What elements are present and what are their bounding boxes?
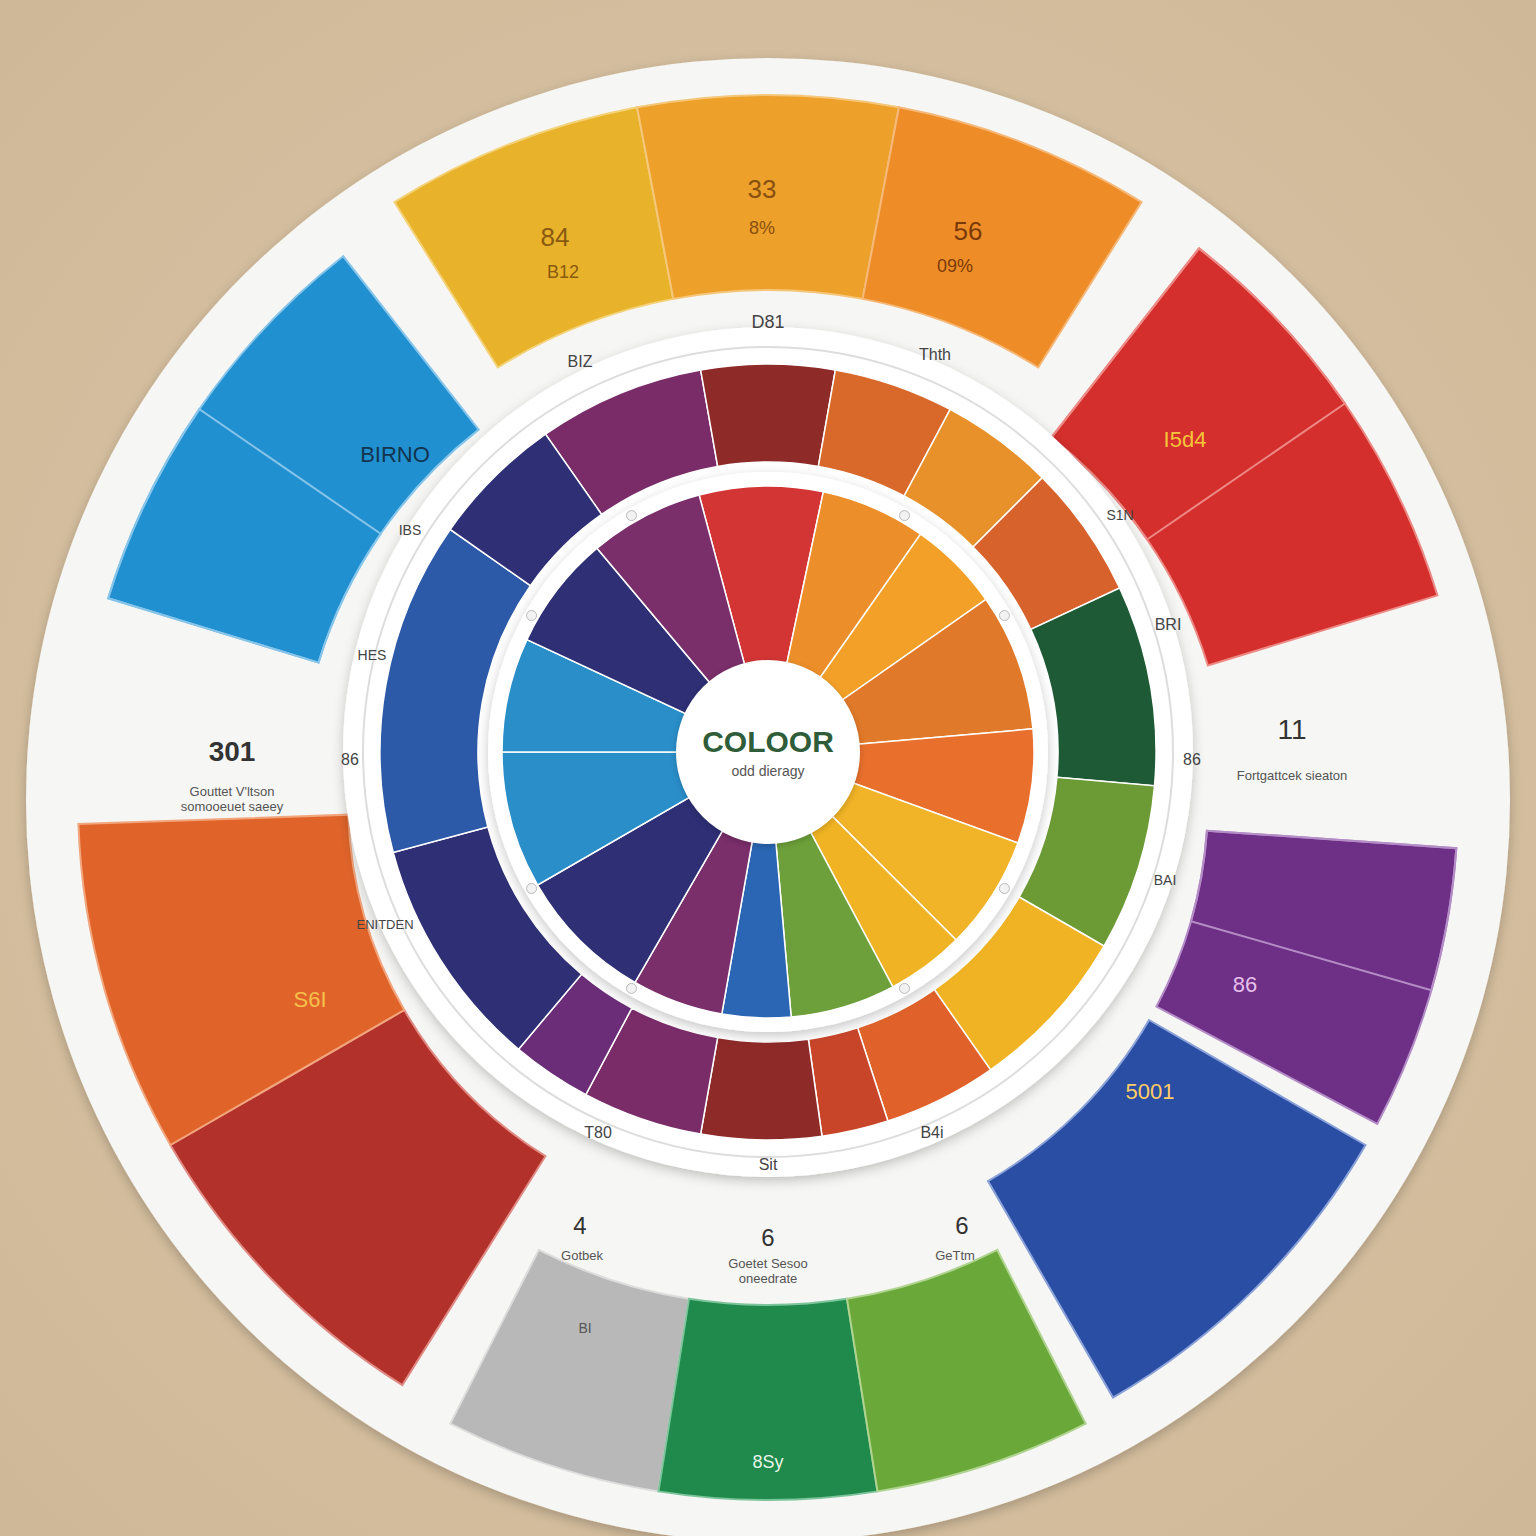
wheel-label: BIRNO	[360, 442, 430, 467]
outer-disc	[26, 58, 1510, 1536]
wheel-plate	[343, 327, 1193, 1177]
wheel-label: 09%	[937, 256, 973, 277]
ring-segment	[701, 1038, 822, 1140]
ring-peg	[627, 511, 637, 521]
wheel-label: 86	[1183, 751, 1201, 769]
wheel-label: Goetet Sesoo oneedrate	[698, 1257, 838, 1287]
ring-peg	[900, 511, 910, 521]
wheel-label: D81	[751, 312, 784, 333]
wheel-label: BRI	[1155, 616, 1182, 634]
color-block	[863, 107, 1142, 367]
wheel-label: HES	[358, 647, 387, 663]
ring-segment	[1031, 588, 1156, 786]
block-divider	[1191, 831, 1456, 990]
wheel-label: 5001	[1126, 1079, 1175, 1104]
wheel-label: Thth	[919, 346, 951, 364]
wheel-label: 301	[209, 736, 256, 768]
wheel-label: 11	[1277, 714, 1306, 746]
wheel-title: COLOOR	[702, 725, 834, 759]
wheel-label: Gotbek	[561, 1249, 603, 1264]
wheel-label: BI	[578, 1320, 591, 1336]
wheel-label: BAI	[1154, 872, 1177, 888]
color-block	[450, 1250, 689, 1491]
wheel-subtitle: odd dieragy	[731, 763, 804, 779]
wheel-label: 8Sy	[752, 1452, 783, 1473]
inner-ring	[488, 472, 1048, 1032]
wheel-label: Fortgattcek sieaton	[1217, 769, 1367, 784]
wheel-label: S6I	[293, 987, 326, 1012]
ring-peg	[527, 611, 537, 621]
wheel-label: 6	[955, 1212, 968, 1240]
ring-peg	[999, 884, 1009, 894]
wheel-label: B4i	[920, 1124, 943, 1142]
wheel-label: T80	[584, 1124, 612, 1142]
wheel-label: B12	[547, 262, 579, 283]
ring-peg	[627, 983, 637, 993]
ring-peg	[999, 611, 1009, 621]
wheel-label: 33	[748, 175, 777, 205]
ring-peg	[527, 884, 537, 894]
color-block	[847, 1250, 1086, 1491]
wheel-label: 86	[1233, 972, 1257, 997]
center-circle: COLOOR odd dieragy	[676, 660, 860, 844]
wheel-label: S1N	[1106, 507, 1133, 523]
ring-peg	[900, 983, 910, 993]
wheel-label: 6	[761, 1224, 774, 1252]
wheel-label: ENITDEN	[356, 918, 413, 933]
wheel-label: 8%	[749, 218, 775, 239]
wheel-label: 86	[341, 751, 359, 769]
wheel-label: I5d4	[1164, 427, 1207, 452]
color-block	[637, 95, 899, 299]
plate-rim	[363, 347, 1173, 1157]
wheel-label: IBS	[399, 522, 422, 538]
wheel-label: Gouttet V'ltson somooeuet saeey	[157, 785, 307, 815]
wheel-label: BIZ	[568, 353, 593, 371]
color-block	[658, 1299, 877, 1500]
color-block	[394, 107, 673, 367]
color-block	[78, 815, 404, 1145]
block-divider	[108, 409, 381, 662]
wheel-label: GeTtm	[935, 1249, 975, 1264]
wheel-label: 56	[954, 217, 983, 247]
wheel-label: 4	[573, 1212, 586, 1240]
wheel-label: 84	[541, 223, 570, 253]
wheel-label: Sit	[759, 1156, 778, 1174]
ring-segment	[701, 364, 836, 466]
